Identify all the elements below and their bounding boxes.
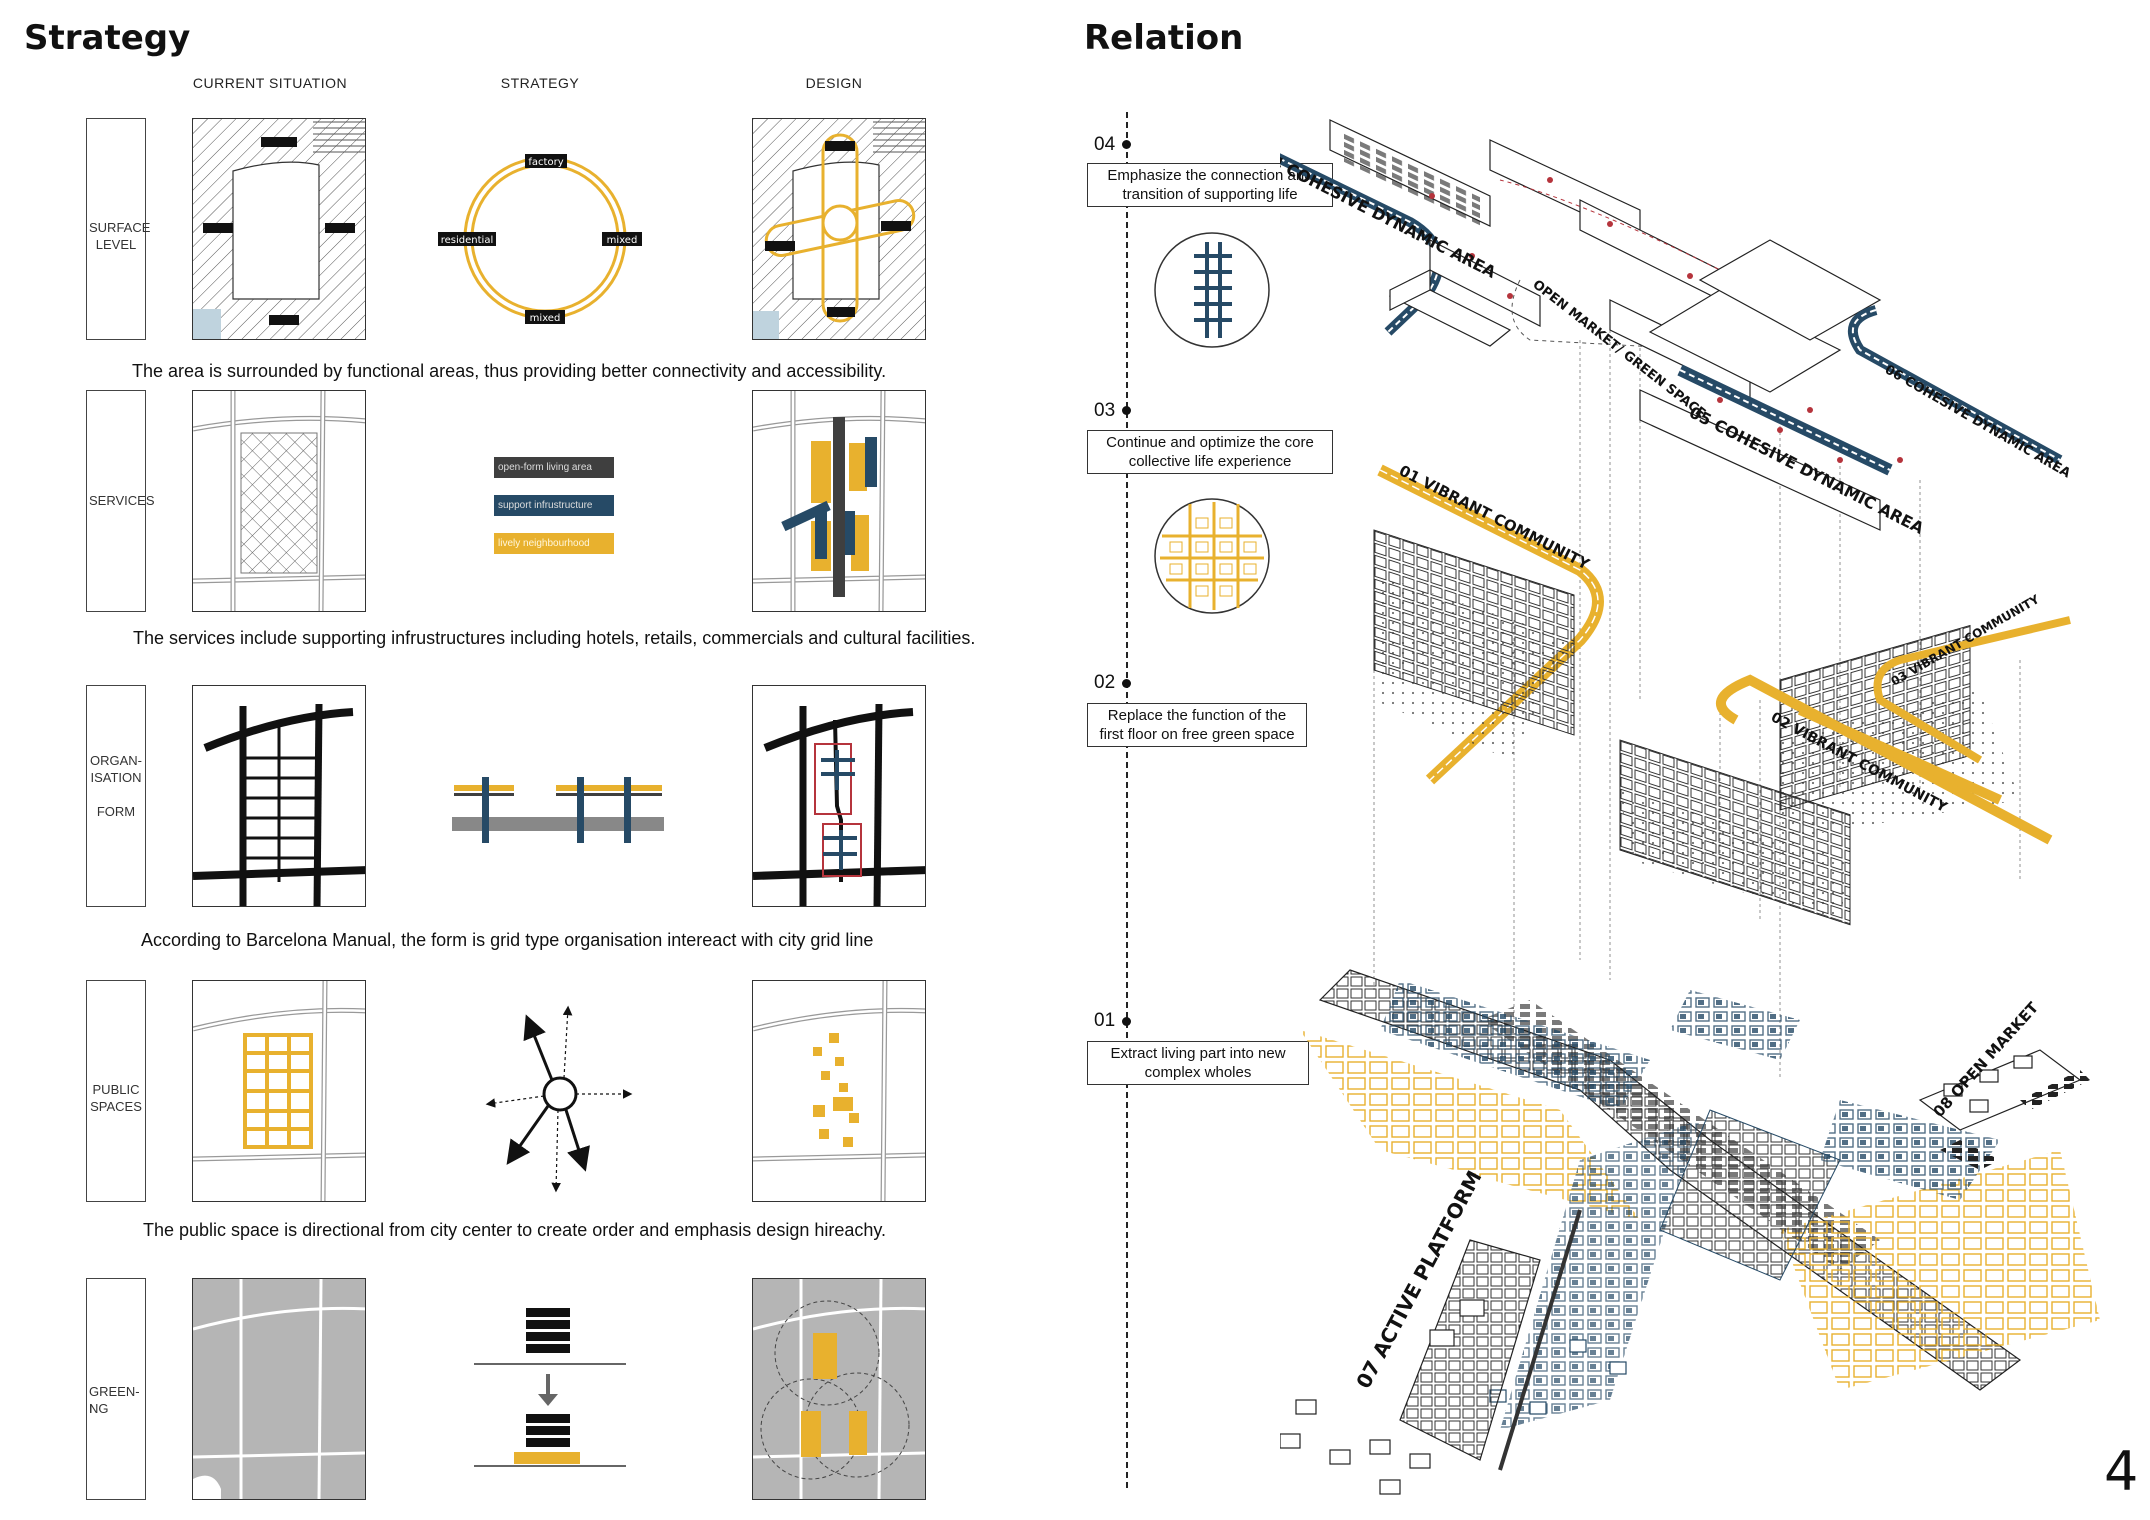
caption-organisation-form: According to Barcelona Manual, the form … (141, 930, 874, 950)
strategy-title: Strategy (24, 18, 191, 58)
surface-current-map (192, 118, 366, 340)
row-label-public-spaces: PUBLIC SPACES (86, 980, 146, 1202)
organisation-current-map (192, 685, 366, 907)
step-03-icon (1152, 496, 1272, 621)
step-04-icon (1152, 230, 1272, 355)
page-number: 4 (2104, 1440, 2139, 1503)
legend-item-living: open-form living area (494, 457, 614, 478)
surface-current-drawing (193, 119, 365, 339)
row-label-surface-level: SURFACE LEVEL (86, 118, 150, 340)
row-label-services: SERVICES (86, 390, 155, 612)
axonometric-diagram: 04 COHESIVE DYNAMIC AREA OPEN MARKET/ GR… (1258, 100, 2120, 1510)
caption-surface-level: The area is surrounded by functional are… (132, 361, 887, 381)
step-04-dot (1122, 140, 1131, 149)
column-header-strategy: STRATEGY (500, 75, 580, 91)
services-legend: open-form living area support infrustruc… (494, 457, 614, 554)
legend-item-neighbourhood: lively neighbourhood (494, 533, 614, 554)
organisation-design-map (752, 685, 926, 907)
step-02-number: 02 (1094, 672, 1116, 693)
ring-label-left: residential (441, 235, 493, 246)
greening-strategy-diagram (470, 1300, 630, 1480)
step-01-number: 01 (1094, 1010, 1116, 1031)
step-01-box: Extract living part into new complex who… (1087, 1041, 1309, 1085)
greening-design-map (752, 1278, 926, 1500)
timeline-axis (1126, 112, 1128, 1488)
caption-public-spaces: The public space is directional from cit… (143, 1220, 887, 1240)
ring-label-top: factory (528, 157, 563, 168)
step-04-box: Emphasize the connection and transition … (1087, 163, 1333, 207)
ring-label-right: mixed (607, 235, 638, 246)
step-02-dot (1122, 679, 1131, 688)
services-design-map (752, 390, 926, 612)
step-03-dot (1122, 406, 1131, 415)
surface-design-drawing (753, 119, 925, 339)
organisation-strategy-diagram (450, 755, 670, 855)
ring-label-bottom: mixed (530, 313, 561, 324)
services-current-map (192, 390, 366, 612)
step-01-dot (1122, 1017, 1131, 1026)
step-03-number: 03 (1094, 400, 1116, 421)
step-02-box: Replace the function of the first floor … (1087, 703, 1307, 747)
legend-item-infrastructure: support infrustructure (494, 495, 614, 516)
column-header-design: DESIGN (805, 75, 863, 91)
greening-current-map (192, 1278, 366, 1500)
row-label-greening: GREEN-I NG (86, 1278, 146, 1500)
caption-services: The services include supporting infrustr… (133, 628, 976, 648)
row-label-organisation-form: ORGAN- ISATION FORM (86, 685, 146, 907)
step-04-number: 04 (1094, 134, 1116, 155)
label-05-cohesive: 05 COHESIVE DYNAMIC AREA (1686, 403, 1927, 538)
column-header-current: CURRENT SITUATION (192, 75, 348, 91)
public-strategy-directions (480, 1000, 640, 1200)
relation-title: Relation (1084, 18, 1244, 58)
public-design-map (752, 980, 926, 1202)
label-06-cohesive: 06 COHESIVE DYNAMIC AREA (1882, 362, 2073, 481)
public-current-map (192, 980, 366, 1202)
surface-design-map (752, 118, 926, 340)
surface-strategy-ring: factory residential mixed mixed (430, 140, 660, 340)
step-03-box: Continue and optimize the core collectiv… (1087, 430, 1333, 474)
